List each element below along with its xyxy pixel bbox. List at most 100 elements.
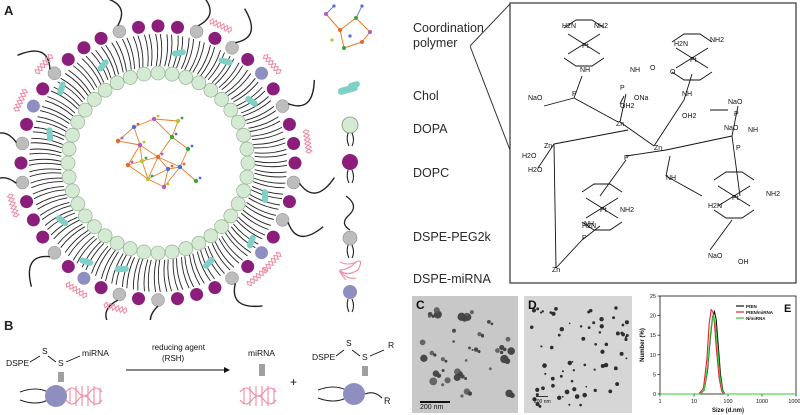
peg-chain xyxy=(105,299,119,320)
lipid-tail xyxy=(126,37,136,69)
polymer-atom xyxy=(170,164,174,168)
ethylenediamine-ring xyxy=(713,171,755,181)
tem-particle xyxy=(429,350,435,356)
reactant-s2-label: S xyxy=(58,358,64,368)
chem-bond xyxy=(731,135,741,197)
product-dspe-label: DSPE xyxy=(312,352,335,362)
tem-particle xyxy=(583,363,587,367)
dopc-head xyxy=(190,287,204,301)
tem-particle xyxy=(568,403,571,406)
lipid-tail xyxy=(197,45,211,75)
tem-particle xyxy=(621,323,625,327)
lipid-tail xyxy=(238,216,266,236)
polymer-atom xyxy=(144,156,148,160)
lipid-tail xyxy=(105,251,119,281)
lipid-tail xyxy=(184,256,195,288)
tem-particle xyxy=(499,344,505,351)
lipid-tail xyxy=(155,33,159,67)
lipid-tail xyxy=(37,116,68,129)
lipid-tail xyxy=(172,258,179,291)
peg-head xyxy=(275,213,290,227)
lipid-tail xyxy=(192,253,205,284)
lipid-tail xyxy=(126,256,135,289)
peg-chain xyxy=(17,50,51,70)
liposome-illustration xyxy=(0,0,335,320)
tem-particle xyxy=(481,334,485,338)
polymer-atom xyxy=(137,142,143,148)
inner-lipid-head xyxy=(223,208,239,224)
chem-bond xyxy=(537,143,555,169)
chem-atom-label: NaO xyxy=(528,95,543,102)
tem-particle xyxy=(540,311,543,314)
tem-particle xyxy=(608,389,613,394)
tem-particle xyxy=(452,328,456,333)
mirna-strand xyxy=(103,301,128,315)
tem-particle xyxy=(542,363,547,368)
tem-particle xyxy=(600,349,605,354)
ethylenediamine-ring xyxy=(581,183,623,193)
lipid-tail xyxy=(245,106,275,121)
panel-letter-d: D xyxy=(528,298,537,312)
legend-label-2: N/miRNA xyxy=(746,316,766,321)
tem-image-c: C 200 nm xyxy=(412,296,518,413)
lipid-tail xyxy=(204,50,221,79)
chem-atom-label: OH2 xyxy=(682,113,697,120)
dopc-head xyxy=(20,195,34,209)
tem-particle xyxy=(531,308,537,313)
tem-particle xyxy=(559,374,563,378)
lipid-tail xyxy=(47,96,76,114)
lipid-tail xyxy=(252,131,284,141)
tem-particle xyxy=(441,368,445,372)
lipid-tail xyxy=(76,62,98,88)
arrow-label-1: reducing agent xyxy=(152,343,206,352)
lipid-tail xyxy=(189,254,201,286)
product-mirna-label: miRNA xyxy=(248,348,275,358)
tem-particle xyxy=(464,377,468,380)
inner-lipid-head xyxy=(65,183,80,199)
polymer-atom xyxy=(115,138,121,144)
dopc-head xyxy=(208,31,222,45)
polymer-atom xyxy=(125,162,131,168)
lipid-tail xyxy=(248,197,279,210)
reactant-s1-label: S xyxy=(42,346,48,356)
peg-chain xyxy=(0,132,18,144)
lipid-tail xyxy=(28,162,62,166)
polymer-atom xyxy=(169,134,175,140)
chem-bond xyxy=(553,129,629,145)
tem-particle xyxy=(619,351,624,356)
chem-bond xyxy=(665,135,733,151)
dopc-head xyxy=(36,230,50,244)
lipid-tail xyxy=(30,177,63,184)
product-s2-label: S xyxy=(362,352,368,362)
tem-particle xyxy=(599,316,604,322)
mirna-strand xyxy=(262,252,282,272)
callout-line-bottom xyxy=(470,45,511,151)
dopc-head xyxy=(77,41,91,55)
lipid-tail xyxy=(37,197,68,210)
tem-particle xyxy=(452,340,455,343)
lipid-tail xyxy=(227,230,252,253)
lipid-tail xyxy=(85,55,105,83)
chem-bond xyxy=(653,99,685,147)
lipid-tail xyxy=(60,226,86,248)
lipid-tail xyxy=(60,77,86,100)
structure-box xyxy=(509,2,797,284)
tem-particle xyxy=(557,395,562,400)
legend-dspe-mirna: DSPE-miRNA xyxy=(413,272,491,286)
chem-bond xyxy=(599,159,627,197)
tem-particle xyxy=(544,372,547,375)
lipid-tail xyxy=(233,81,259,103)
tem-d-particles xyxy=(529,306,629,408)
lipid-tail xyxy=(137,35,144,68)
polymer-atom xyxy=(142,140,146,144)
chem-bond xyxy=(619,95,625,105)
tem-particle xyxy=(587,326,591,329)
inner-lipid-head xyxy=(164,66,180,82)
tem-particle xyxy=(532,397,537,402)
dopc-head xyxy=(14,156,28,170)
inner-lipid-head xyxy=(223,102,239,118)
polymer-bond xyxy=(157,136,173,158)
polymer-atom xyxy=(136,122,140,126)
peg-chain xyxy=(235,8,253,44)
lipid-tail xyxy=(254,164,288,168)
